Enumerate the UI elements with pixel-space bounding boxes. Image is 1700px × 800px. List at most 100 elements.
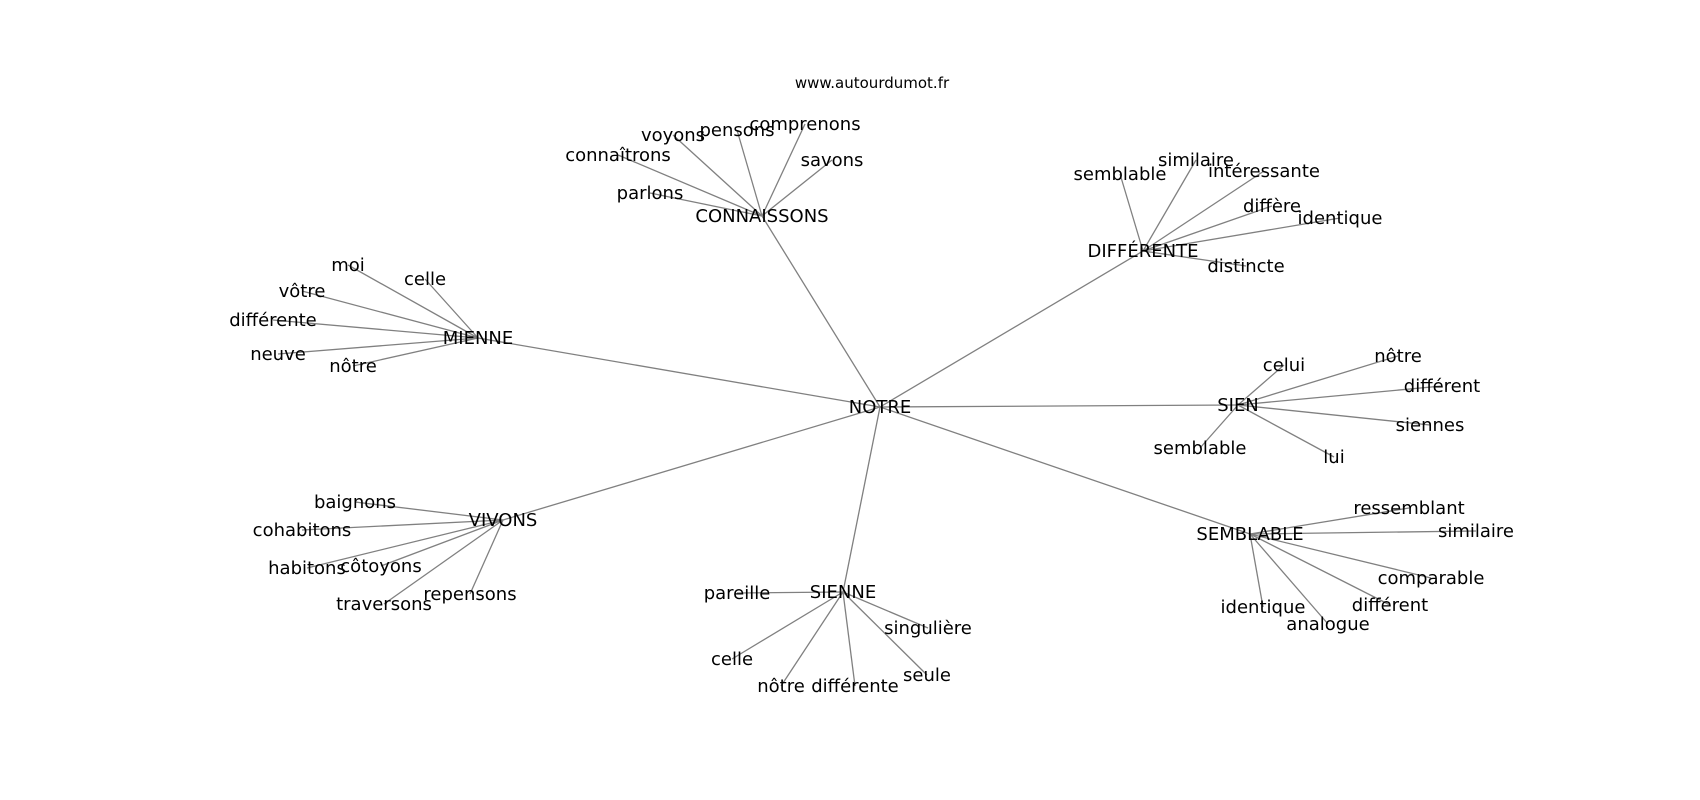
edge-sienne-leaf [780, 591, 844, 687]
leaf-node-label: habitons [268, 558, 346, 579]
leaf-node-label: singulière [884, 618, 972, 639]
edge-root-vivons [502, 406, 881, 521]
leaf-node-label: similaire [1158, 150, 1234, 171]
edge-vivons-leaf [306, 519, 504, 569]
edge-root-sienne [842, 406, 881, 593]
edge-sienne-leaf [731, 591, 844, 660]
edge-sienne-leaf [842, 591, 929, 629]
leaf-node-label: analogue [1286, 614, 1369, 635]
leaf-node-label: semblable [1074, 164, 1167, 185]
hub-node-differente: DIFFÉRENTE [1088, 240, 1199, 262]
edge-connaissons-leaf [761, 159, 833, 217]
hub-node-sienne: SIENNE [810, 582, 876, 603]
leaf-node-label: siennes [1396, 415, 1465, 436]
edge-sien-leaf [1237, 385, 1443, 406]
leaf-node-label: comparable [1378, 568, 1485, 589]
leaf-node-label: similaire [1438, 521, 1514, 542]
hub-node-semblable: SEMBLABLE [1196, 524, 1303, 545]
edge-root-semblable [879, 406, 1251, 535]
edge-connaissons-leaf [649, 192, 763, 217]
edge-vivons-leaf [301, 519, 504, 531]
edge-root-connaissons [761, 215, 881, 408]
edge-sienne-leaf [736, 591, 844, 594]
edge-semblable-leaf [1249, 530, 1477, 535]
leaf-node-label: parlons [617, 183, 684, 204]
hub-node-connaissons: CONNAISSONS [695, 206, 828, 227]
edge-vivons-leaf [469, 519, 504, 595]
leaf-node-label: semblable [1154, 438, 1247, 459]
edge-root-mienne [477, 337, 881, 408]
edge-differente-leaf [1142, 159, 1197, 252]
edge-semblable-leaf [1249, 533, 1432, 579]
leaf-node-label: celui [1263, 355, 1305, 376]
edge-mienne-leaf [277, 337, 479, 355]
leaf-node-label: différente [229, 310, 317, 331]
edge-semblable-leaf [1249, 533, 1391, 606]
leaf-node-label: savons [801, 150, 864, 171]
edge-vivons-leaf [354, 501, 504, 521]
leaf-node-label: différent [1404, 376, 1480, 397]
edge-semblable-leaf [1249, 507, 1410, 535]
edge-root-differente [879, 250, 1144, 408]
watermark-text: www.autourdumot.fr [795, 74, 950, 92]
leaf-node-label: différent [1352, 595, 1428, 616]
edge-differente-leaf [1142, 205, 1273, 252]
edge-connaissons-leaf [736, 129, 763, 217]
leaf-node-label: voyons [641, 125, 705, 146]
edge-vivons-leaf [383, 519, 504, 605]
edge-semblable-leaf [1249, 533, 1329, 625]
leaf-node-label: repensons [423, 584, 516, 605]
leaf-node-label: pareille [704, 583, 771, 604]
leaf-node-label: neuve [250, 344, 306, 365]
hub-node-sien: SIEN [1217, 395, 1259, 416]
leaf-node-label: différente [811, 676, 899, 697]
edge-semblable-leaf [1249, 533, 1264, 608]
edge-sien-leaf [1237, 364, 1285, 406]
edge-mienne-leaf [272, 319, 479, 339]
leaf-node-label: diffère [1243, 196, 1301, 217]
graph-edges [272, 123, 1477, 687]
leaf-node-label: lui [1323, 447, 1344, 468]
leaf-node-label: nôtre [757, 676, 805, 697]
edge-sienne-leaf [842, 591, 856, 687]
leaf-node-label: nôtre [1374, 346, 1422, 367]
leaf-node-label: cohabitons [253, 520, 352, 541]
edge-sienne-leaf [842, 591, 928, 676]
edge-differente-leaf [1119, 173, 1144, 252]
edge-mienne-leaf [347, 264, 479, 339]
edge-mienne-leaf [424, 278, 479, 339]
edge-sien-leaf [1237, 404, 1335, 458]
leaf-node-label: côtoyons [340, 556, 421, 577]
leaf-node-label: intéressante [1208, 161, 1320, 182]
leaf-node-label: ressemblant [1353, 498, 1464, 519]
hub-node-mienne: MIENNE [443, 328, 514, 349]
edge-mienne-leaf [352, 337, 479, 367]
leaf-node-label: moi [331, 255, 365, 276]
root-node-label: NOTRE [849, 397, 912, 418]
leaf-node-label: distincte [1207, 256, 1284, 277]
edge-connaissons-leaf [672, 134, 763, 217]
leaf-node-label: celle [404, 269, 446, 290]
leaf-node-label: baignons [314, 492, 396, 513]
leaf-node-label: celle [711, 649, 753, 670]
edge-connaissons-leaf [761, 123, 806, 217]
leaf-node-label: vôtre [279, 281, 326, 302]
edge-root-sien [879, 404, 1239, 408]
edge-differente-leaf [1142, 217, 1341, 252]
leaf-node-label: identique [1298, 208, 1383, 229]
leaf-node-label: pensons [699, 120, 774, 141]
leaf-node-label: seule [903, 665, 951, 686]
edge-sien-leaf [1237, 355, 1399, 406]
leaf-node-label: comprenons [749, 114, 860, 135]
leaf-node-label: nôtre [329, 356, 377, 377]
edge-differente-leaf [1142, 250, 1247, 267]
leaf-node-label: connaîtrons [565, 145, 671, 166]
edge-sien-leaf [1199, 404, 1239, 449]
edge-vivons-leaf [380, 519, 504, 567]
graph-labels: NOTRE CONNAISSONS connaîtronsvoyonspensons… [229, 114, 1514, 697]
leaf-node-label: identique [1221, 597, 1306, 618]
leaf-node-label: traversons [336, 594, 432, 615]
hub-node-vivons: VIVONS [469, 510, 538, 531]
edge-sien-leaf [1237, 404, 1431, 426]
